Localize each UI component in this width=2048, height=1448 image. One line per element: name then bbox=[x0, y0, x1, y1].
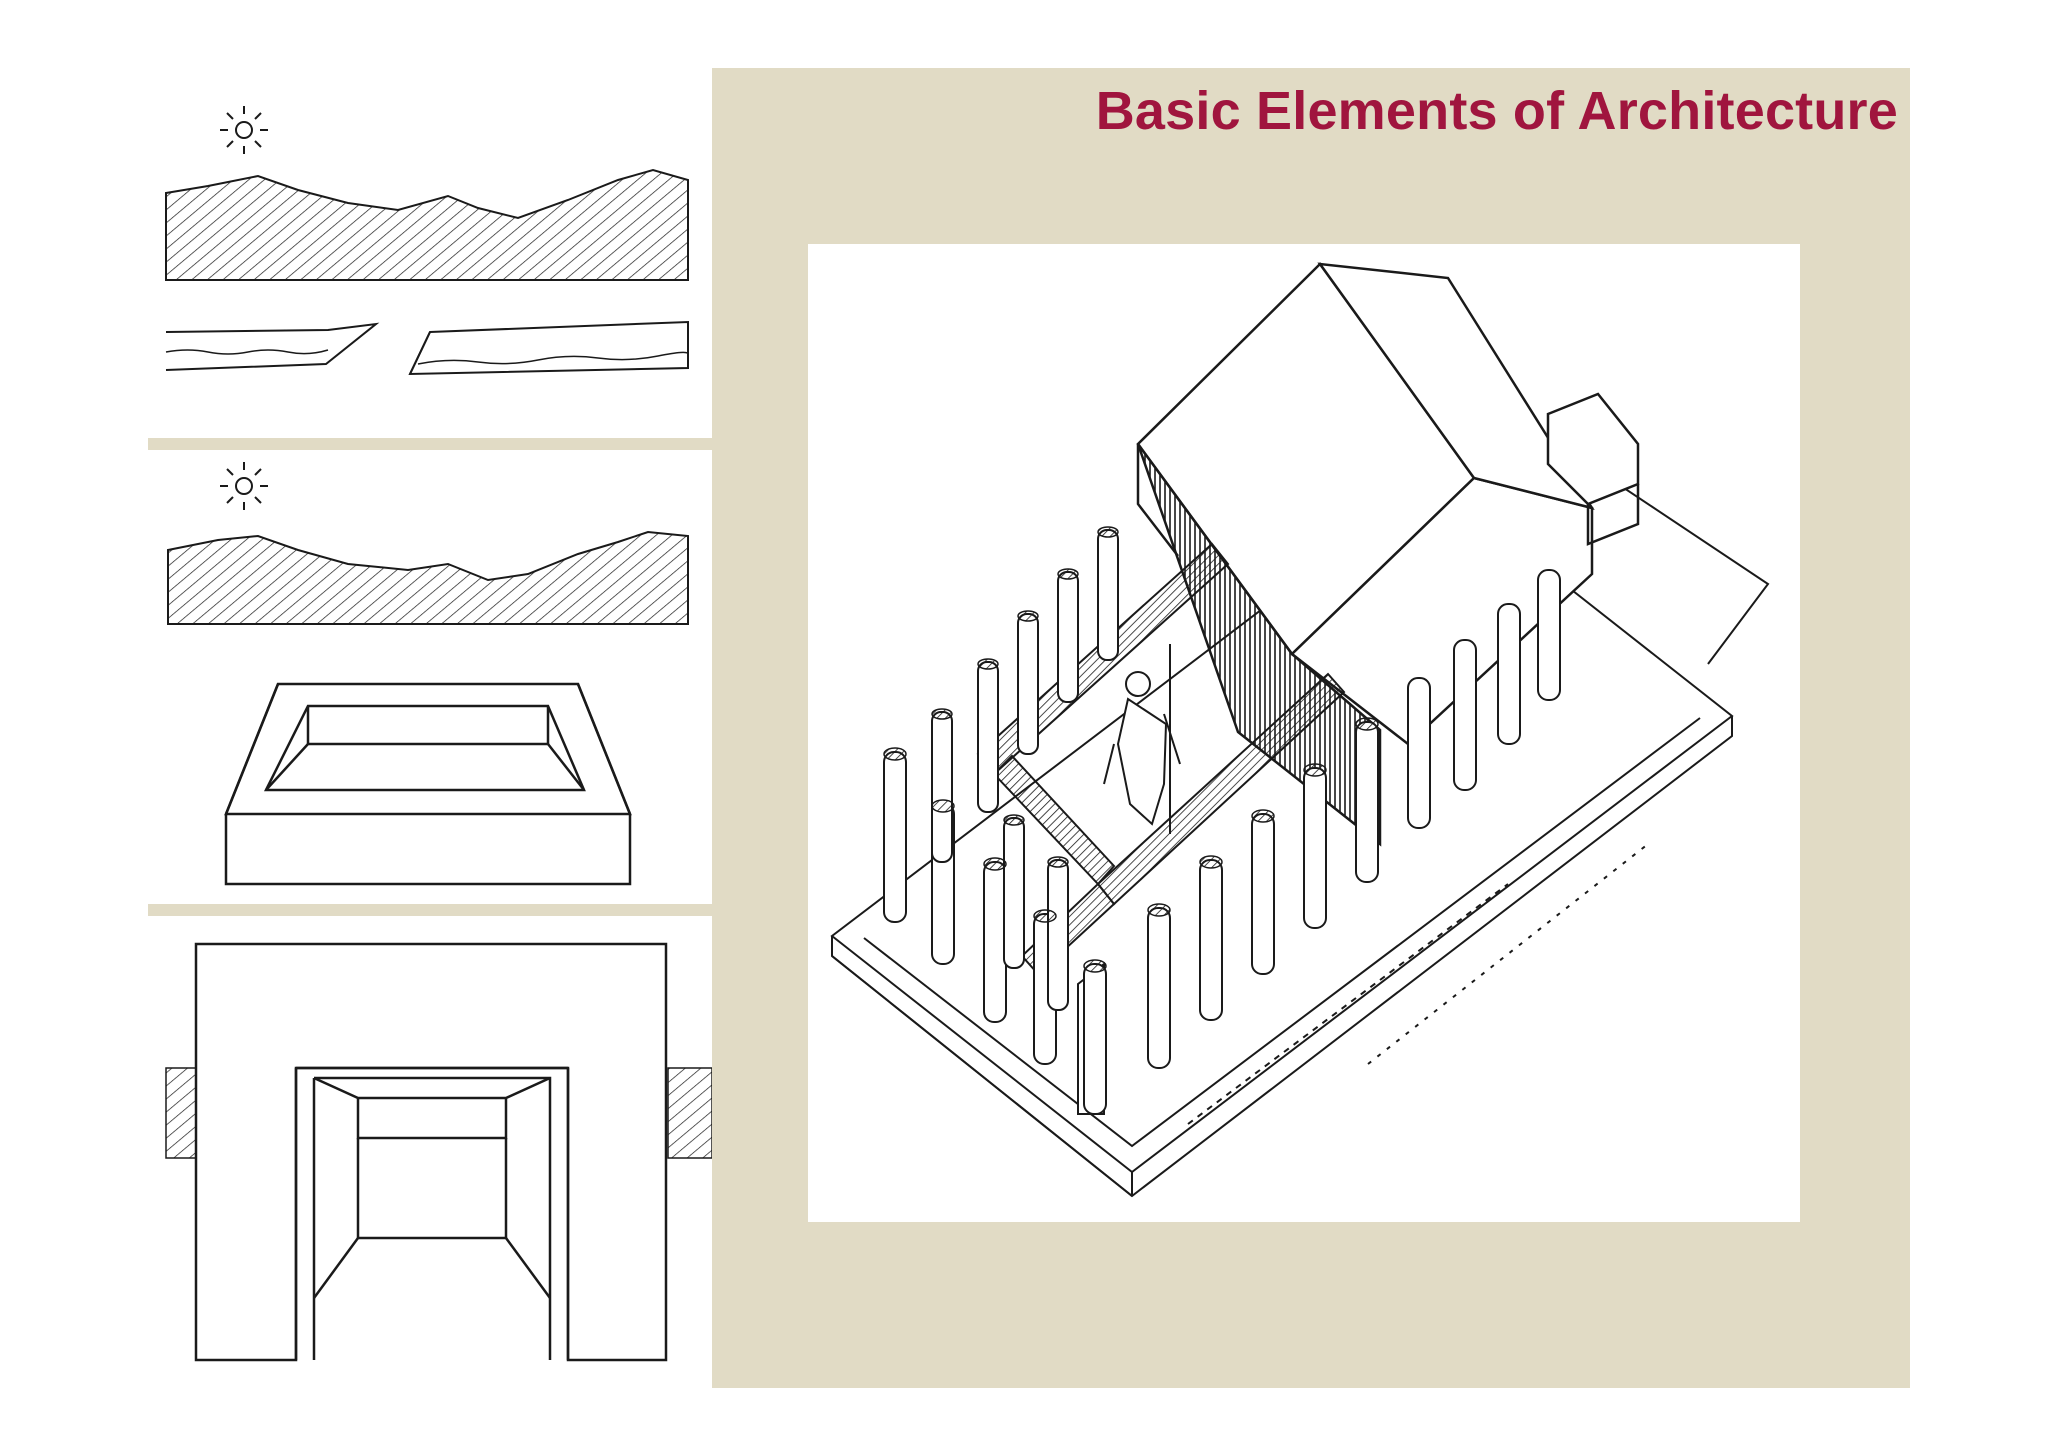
sun-icon bbox=[220, 462, 268, 510]
landscape-sunken-illustration bbox=[148, 68, 712, 436]
temple-illustration bbox=[808, 244, 1800, 1222]
warrior-figure bbox=[1103, 644, 1181, 834]
panel-divider bbox=[148, 438, 712, 450]
portal-illustration bbox=[148, 918, 712, 1388]
landscape-enclosure-illustration bbox=[148, 452, 712, 902]
slide-title: Basic Elements of Architecture bbox=[1095, 81, 1898, 141]
panel-divider bbox=[148, 904, 712, 916]
sun-icon bbox=[220, 106, 268, 154]
